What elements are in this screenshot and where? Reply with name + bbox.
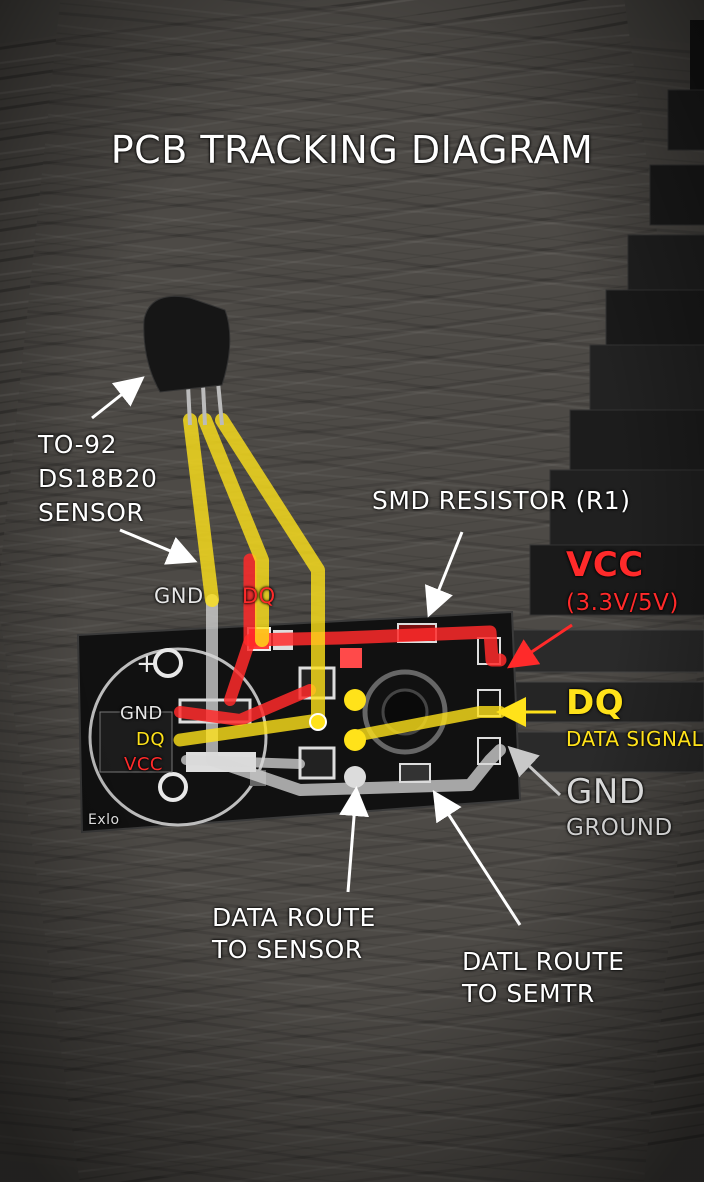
gnd-label: GND	[566, 772, 646, 812]
route-sensor-label: DATA ROUTE TO SENSOR	[212, 903, 376, 964]
page-title: PCB TRACKING DIAGRAM	[110, 128, 594, 172]
pad-dq-label: DQ	[136, 729, 166, 750]
sensor-label: TO-92 DS18B20 SENSOR	[38, 430, 158, 527]
gnd-description: GROUND	[566, 815, 673, 841]
dq-lead-label: DQ	[242, 584, 276, 608]
pad-vcc-label: VCC	[124, 754, 163, 775]
gnd-lead-label: GND	[154, 584, 204, 608]
dq-label: DQ	[566, 683, 625, 723]
board-silkscreen-mark: Exlo	[88, 812, 120, 828]
pad-gnd-label: GND	[120, 703, 163, 724]
vcc-voltage-label: (3.3V/5V)	[566, 590, 679, 616]
route-semtr-label: DATL ROUTE TO SEMTR	[462, 947, 625, 1008]
resistor-label: SMD RESISTOR (R1)	[372, 486, 631, 515]
vcc-label: VCC	[566, 545, 644, 585]
dq-description: DATA SIGNAL	[566, 727, 704, 751]
